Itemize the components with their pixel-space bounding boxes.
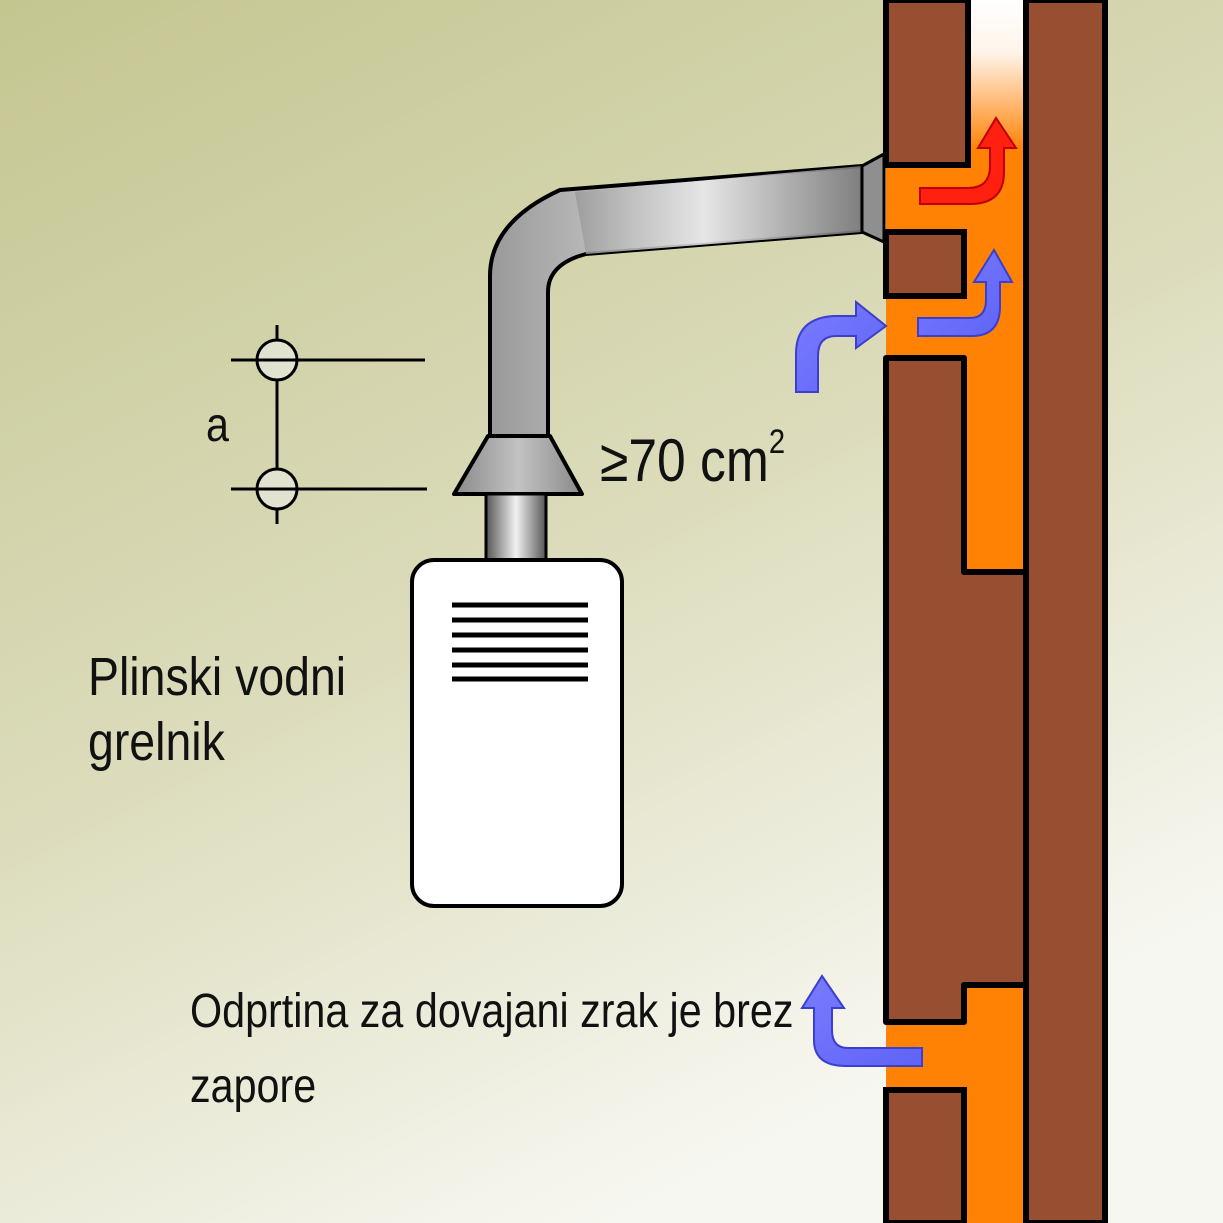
dimension-a bbox=[231, 325, 427, 524]
area-exponent: 2 bbox=[768, 423, 786, 461]
water-heater bbox=[410, 558, 624, 908]
area-value: ≥70 cm bbox=[600, 427, 769, 494]
flue-pipe bbox=[452, 152, 886, 562]
brick-upper-left bbox=[883, 0, 971, 168]
brick-right bbox=[1023, 0, 1108, 1223]
heater-vent-grille bbox=[452, 602, 588, 682]
air-flow-arrows bbox=[795, 248, 1014, 1067]
dimension-a-label: a bbox=[206, 399, 229, 452]
heater-label-line1: Plinski vodni bbox=[88, 647, 347, 707]
brick-middle bbox=[883, 355, 1029, 1025]
draft-hood bbox=[452, 434, 584, 496]
blue-curved-arrow-icon bbox=[917, 248, 1014, 337]
air-inlet-label-line1: Odprtina za dovajani zrak je brez bbox=[190, 985, 794, 1038]
exhaust-arrow-icon bbox=[919, 116, 1018, 205]
blue-curved-arrow-icon bbox=[795, 299, 888, 393]
pipe-horizontal-highlight bbox=[575, 166, 862, 254]
crosshair-circle-icon bbox=[255, 467, 299, 511]
heater-neck bbox=[484, 492, 548, 562]
crosshair-circle-icon bbox=[255, 338, 299, 382]
chimney-wall bbox=[883, 0, 1108, 1223]
brick-between-openings bbox=[883, 229, 967, 299]
air-inlet-label-line2: zapore bbox=[190, 1060, 317, 1113]
heater-label-line2: grelnik bbox=[88, 712, 225, 772]
heater-body bbox=[410, 558, 624, 908]
blue-curved-arrow-icon bbox=[800, 974, 923, 1067]
area-requirement-label: ≥70 cm2 bbox=[600, 425, 785, 491]
pipe-wall-collar bbox=[860, 152, 886, 244]
brick-lower-left bbox=[883, 1087, 967, 1223]
